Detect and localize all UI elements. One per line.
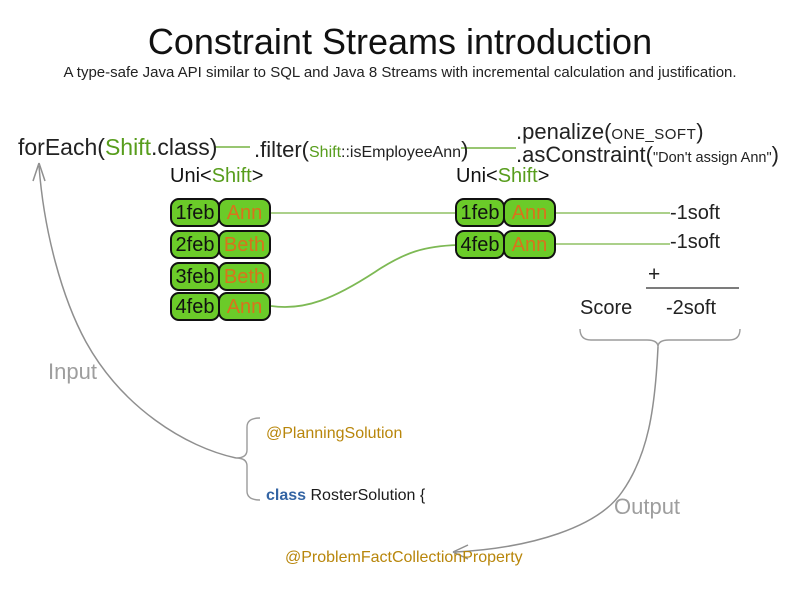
input-arrow-curve [38, 165, 237, 459]
output-arrow-curve [454, 346, 659, 553]
input-brace [235, 417, 261, 501]
output-arrowhead-icon [452, 544, 469, 560]
input-arrowhead-icon [32, 162, 46, 182]
connector-4feb-left-to-right [270, 244, 459, 308]
output-brace [579, 328, 741, 348]
